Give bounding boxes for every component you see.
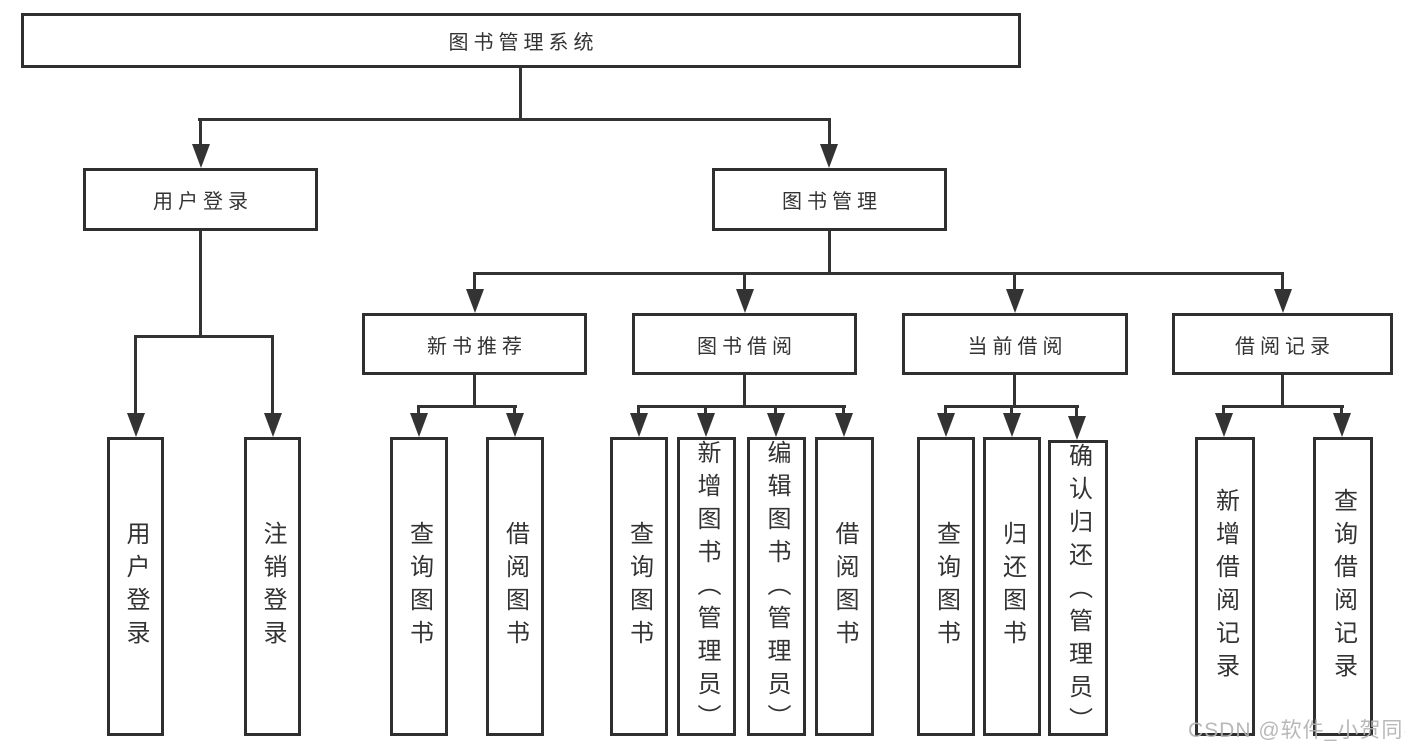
leaf-bb-edit-books-admin: 编辑图书（管理员） <box>747 437 806 737</box>
connector-drop-br-add <box>1222 405 1225 417</box>
arrowhead-br-query-icon <box>1333 413 1351 437</box>
leaf-bb-query-books-label: 查询图书 <box>625 520 653 653</box>
leaf-bb-borrow-books: 借阅图书 <box>815 437 874 736</box>
arrowhead-br-add-icon <box>1215 413 1233 437</box>
arrowhead-leaf-logout-icon <box>264 413 282 437</box>
node-user-login: 用户登录 <box>83 168 318 231</box>
connector-userlogin-hline <box>134 335 274 338</box>
connector-drop-user-login <box>199 118 202 148</box>
leaf-cb-query-books: 查询图书 <box>917 437 975 736</box>
connector-root-stub <box>519 68 522 121</box>
node-new-book-recommend: 新书推荐 <box>362 313 587 375</box>
leaf-logout-label: 注销登录 <box>259 520 286 653</box>
arrowhead-borrow-records-icon <box>1274 289 1292 313</box>
arrowhead-user-login-icon <box>192 144 210 168</box>
leaf-br-query-record: 查询借阅记录 <box>1313 437 1373 736</box>
connector-drop-leaf-login <box>134 335 137 417</box>
leaf-bb-edit-books-admin-label: 编辑图书（管理员） <box>763 440 790 737</box>
connector-drop-leaf-logout <box>271 335 274 417</box>
leaf-cb-confirm-return-admin-label: 确认归还（管理员） <box>1064 443 1092 740</box>
csdn-watermark: CSDN @软件_小贺同学 <box>1188 719 1405 742</box>
arrowhead-bb-edit-icon <box>767 413 785 437</box>
leaf-nb-query-books-label: 查询图书 <box>405 520 433 653</box>
leaf-user-login-label: 用户登录 <box>122 520 149 653</box>
arrowhead-nb-borrow-icon <box>506 413 524 437</box>
leaf-br-query-record-label: 查询借阅记录 <box>1329 487 1357 686</box>
connector-drop-nb-query <box>417 405 420 417</box>
connector-drop-bb-edit <box>774 405 777 417</box>
connector-br-stub <box>1281 375 1284 408</box>
connector-drop-book-mgmt <box>828 118 831 148</box>
arrowhead-cb-query-icon <box>937 413 955 437</box>
leaf-cb-query-books-label: 查询图书 <box>932 520 960 653</box>
connector-root-hline <box>198 118 831 121</box>
arrowhead-cb-confirm-icon <box>1068 416 1086 440</box>
arrowhead-bb-add-icon <box>697 413 715 437</box>
connector-drop-br-query <box>1340 405 1343 417</box>
connector-drop-bb-query <box>637 405 640 417</box>
leaf-user-login: 用户登录 <box>107 437 164 736</box>
leaf-nb-borrow-books: 借阅图书 <box>486 437 544 736</box>
connector-nb-stub <box>473 375 476 408</box>
connector-drop-borrow-records <box>1281 272 1284 292</box>
connector-userlogin-stub <box>199 231 202 338</box>
connector-drop-cb-return <box>1010 405 1013 417</box>
connector-cb-stub <box>1013 375 1016 408</box>
connector-drop-cb-confirm <box>1075 405 1078 420</box>
arrowhead-bb-query-icon <box>630 413 648 437</box>
node-borrow-records: 借阅记录 <box>1172 313 1393 375</box>
leaf-bb-add-books-admin-label: 新增图书（管理员） <box>693 440 720 737</box>
leaf-nb-query-books: 查询图书 <box>390 437 448 736</box>
node-book-borrow: 图书借阅 <box>632 313 857 375</box>
leaf-bb-borrow-books-label: 借阅图书 <box>831 520 858 653</box>
connector-nb-hline <box>417 405 517 408</box>
connector-bb-stub <box>743 375 746 408</box>
connector-drop-book-borrow <box>743 272 746 292</box>
connector-drop-cb-query <box>944 405 947 417</box>
node-current-borrow: 当前借阅 <box>902 313 1128 375</box>
arrowhead-leaf-login-icon <box>127 413 145 437</box>
leaf-cb-return-books-label: 归还图书 <box>998 520 1026 653</box>
leaf-br-add-record-label: 新增借阅记录 <box>1211 487 1239 686</box>
connector-drop-current-borrow <box>1013 272 1016 292</box>
leaf-bb-query-books: 查询图书 <box>610 437 668 736</box>
arrowhead-current-borrow-icon <box>1006 289 1024 313</box>
connector-drop-bb-add <box>704 405 707 417</box>
connector-drop-new-books <box>473 272 476 292</box>
node-book-management: 图书管理 <box>712 168 947 231</box>
leaf-logout: 注销登录 <box>244 437 301 736</box>
connector-drop-nb-borrow <box>513 405 516 417</box>
leaf-bb-add-books-admin: 新增图书（管理员） <box>677 437 736 737</box>
leaf-nb-borrow-books-label: 借阅图书 <box>501 520 529 653</box>
leaf-cb-confirm-return-admin: 确认归还（管理员） <box>1048 440 1108 740</box>
connector-bookmgmt-hline <box>473 272 1284 275</box>
node-root-system: 图书管理系统 <box>21 13 1021 68</box>
leaf-cb-return-books: 归还图书 <box>983 437 1041 736</box>
connector-br-hline <box>1222 405 1344 408</box>
connector-bookmgmt-stub <box>828 231 831 275</box>
connector-bb-hline <box>637 405 846 408</box>
arrowhead-cb-return-icon <box>1003 413 1021 437</box>
arrowhead-nb-query-icon <box>410 413 428 437</box>
connector-drop-bb-borrow <box>842 405 845 417</box>
leaf-br-add-record: 新增借阅记录 <box>1195 437 1255 736</box>
arrowhead-book-borrow-icon <box>736 289 754 313</box>
arrowhead-bb-borrow-icon <box>835 413 853 437</box>
arrowhead-book-mgmt-icon <box>820 144 838 168</box>
arrowhead-new-books-icon <box>466 289 484 313</box>
